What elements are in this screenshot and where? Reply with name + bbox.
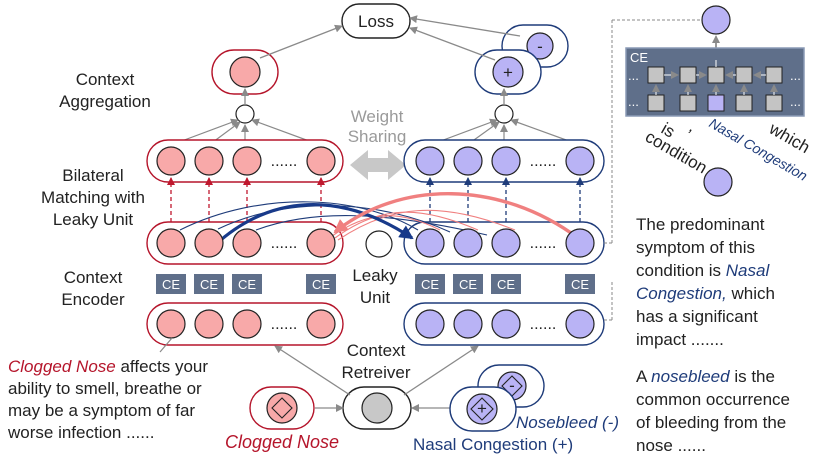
context-retriever-node [361,392,393,424]
left-paragraph-line-3: may be a symptom of far [8,401,195,420]
nasal-congestion-caption: Nasal Congestion (+) [413,435,573,454]
context-encoder-label-2: Encoder [61,290,125,309]
bilateral-label-1: Bilateral [62,166,123,185]
right-para1-line-6: impact ....... [636,330,724,349]
inset-word-comma: , [686,117,700,136]
ce-label-l4: CE [312,277,330,292]
retriever-to-right-arrow [403,345,479,396]
ce-label-l2: CE [200,277,218,292]
thick-red-matching-arrow [333,192,580,240]
loss-label: Loss [358,12,394,31]
right-para2-line-1: A nosebleed is the [636,367,775,386]
inset-dots-left-top: ... [628,68,639,83]
right-para1-line-2: symptom of this [636,238,755,257]
nasal-congestion-diamond-icon [470,397,494,421]
right-para2-line-3: of bleeding from the [636,413,786,432]
right-para1-line-5: has a significant [636,307,758,326]
nasal-congestion-plus: + [477,399,487,418]
left-matching-nodes [156,146,336,176]
ce-label-l3: CE [238,277,256,292]
plus-sign: + [503,63,513,82]
context-retriever-label-1: Context [347,341,406,360]
right-input-nodes [415,309,595,339]
left-to-loss-arrow [259,24,343,59]
right-ce-boxes [415,274,595,294]
left-input-ellipsis: ...... [271,316,298,333]
leaky-unit-node [365,230,393,258]
leaky-unit-label-2: Unit [360,288,391,307]
left-encoder-ellipsis: ...... [271,235,298,252]
positive-output-node [492,56,524,88]
right-matching-ellipsis: ...... [530,153,557,170]
minus-sign: - [537,37,543,56]
left-ce-boxes [156,274,336,294]
right-para2-line-4: nose ...... [636,436,706,455]
nosebleed-minus: - [509,376,515,395]
inset-dots-right-top: ... [790,68,801,83]
right-dashed-arrows [426,177,584,229]
ce-label-l1: CE [162,277,180,292]
left-matching-ellipsis: ...... [271,153,298,170]
left-paragraph-line-4: worse infection ...... [7,423,154,442]
thin-matching-curves [179,201,516,241]
inset-word-condition: condition [642,127,710,177]
right-encoder-ellipsis: ...... [530,235,557,252]
weight-sharing-double-arrow [350,150,406,180]
inset-output-node [701,5,731,35]
context-retriever-label-2: Retreiver [342,363,411,382]
left-output-node [229,56,261,88]
ce-label-r1: CE [421,277,439,292]
context-encoder-label-1: Context [64,268,123,287]
nosebleed-caption: Nosebleed (-) [516,413,619,432]
context-aggregation-label-1: Context [76,70,135,89]
inset-arrows [652,60,778,95]
right-para1-line-3: condition is Nasal [636,261,770,280]
retriever-to-left-arrow [274,345,351,396]
right-encoder-nodes [415,228,595,258]
bilateral-label-3: Leaky Unit [53,210,134,229]
right-para1-line-4: Congestion, which [636,284,775,303]
inset-dots-right-bottom: ... [790,94,801,109]
right-para1-line-1: The predominant [636,215,765,234]
left-paragraph-line-2: ability to smell, breathe or [8,379,202,398]
positive-to-loss-arrow [409,26,496,61]
negative-output-node [526,32,554,60]
leaky-unit-label-1: Leaky [352,266,398,285]
right-input-ellipsis: ...... [530,316,557,333]
left-input-nodes [156,309,336,339]
clogged-nose-diamond-icon [271,397,293,419]
inset-embedding-node [703,167,733,197]
bilateral-label-2: Matching with [41,188,145,207]
right-para2-line-2: common occurrence [636,390,790,409]
inset-ce-label: CE [630,50,648,65]
right-aggregation-node [494,104,514,124]
negative-to-loss-arrow [409,15,521,37]
ce-label-r4: CE [571,277,589,292]
inset-top-cells [647,66,783,84]
ce-label-r3: CE [497,277,515,292]
inset-dots-left-bottom: ... [628,94,639,109]
left-aggregation-node [235,104,255,124]
weight-sharing-label-1: Weight [351,107,404,126]
right-matching-nodes [415,146,595,176]
left-paragraph-pointer [159,337,173,353]
ce-label-r2: CE [459,277,477,292]
thick-blue-matching-arrow [213,203,414,247]
left-encoder-nodes [156,228,336,258]
left-paragraph-line-1: Clogged Nose affects your [8,357,208,376]
weight-sharing-label-2: Sharing [348,127,407,146]
context-aggregation-label-2: Aggregation [59,92,151,111]
clogged-nose-caption: Clogged Nose [225,432,339,452]
